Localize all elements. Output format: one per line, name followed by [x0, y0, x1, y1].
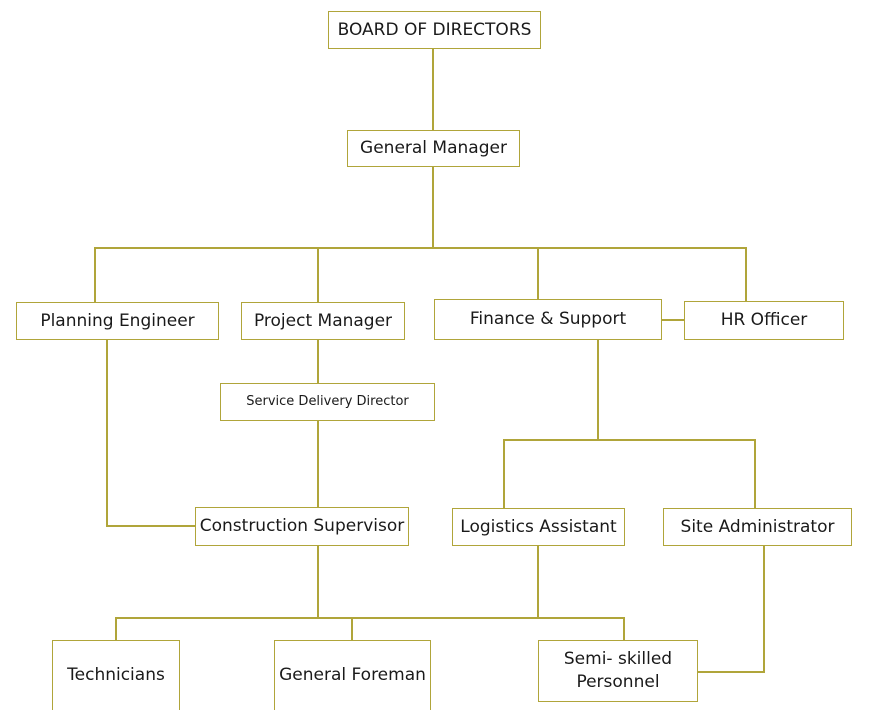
logistics-assistant-box: Logistics Assistant: [452, 508, 625, 546]
connector-planning-cs: [106, 338, 196, 527]
planning-engineer-box: Planning Engineer: [16, 302, 219, 340]
site-administrator-box: Site Administrator: [663, 508, 852, 546]
board-of-directors-label: BOARD OF DIRECTORS: [337, 19, 532, 40]
semi-skilled-label-line1: Semi- skilled: [563, 649, 673, 670]
board-of-directors-box: BOARD OF DIRECTORS: [328, 11, 541, 49]
service-delivery-director-label: Service Delivery Director: [246, 394, 409, 410]
site-administrator-label: Site Administrator: [680, 516, 835, 537]
semi-skilled-personnel-box: Semi- skilled Personnel: [538, 640, 698, 702]
construction-supervisor-label: Construction Supervisor: [199, 516, 405, 537]
project-manager-box: Project Manager: [241, 302, 405, 340]
connector-siteadmin-semiskilled: [697, 544, 765, 673]
semi-skilled-label-line2: Personnel: [576, 672, 660, 692]
project-manager-label: Project Manager: [253, 310, 393, 331]
construction-supervisor-box: Construction Supervisor: [195, 507, 409, 546]
finance-support-label: Finance & Support: [469, 309, 627, 330]
technicians-label: Technicians: [67, 665, 165, 686]
service-delivery-director-box: Service Delivery Director: [220, 383, 435, 421]
general-manager-label: General Manager: [360, 138, 507, 159]
technicians-box: Technicians: [52, 640, 180, 710]
hr-officer-box: HR Officer: [684, 301, 844, 340]
planning-engineer-label: Planning Engineer: [40, 310, 195, 331]
general-foreman-box: General Foreman: [274, 640, 431, 710]
logistics-assistant-label: Logistics Assistant: [460, 516, 617, 537]
general-manager-box: General Manager: [347, 130, 520, 167]
general-foreman-label: General Foreman: [279, 665, 426, 686]
finance-support-box: Finance & Support: [434, 299, 662, 340]
hr-officer-label: HR Officer: [720, 310, 808, 331]
